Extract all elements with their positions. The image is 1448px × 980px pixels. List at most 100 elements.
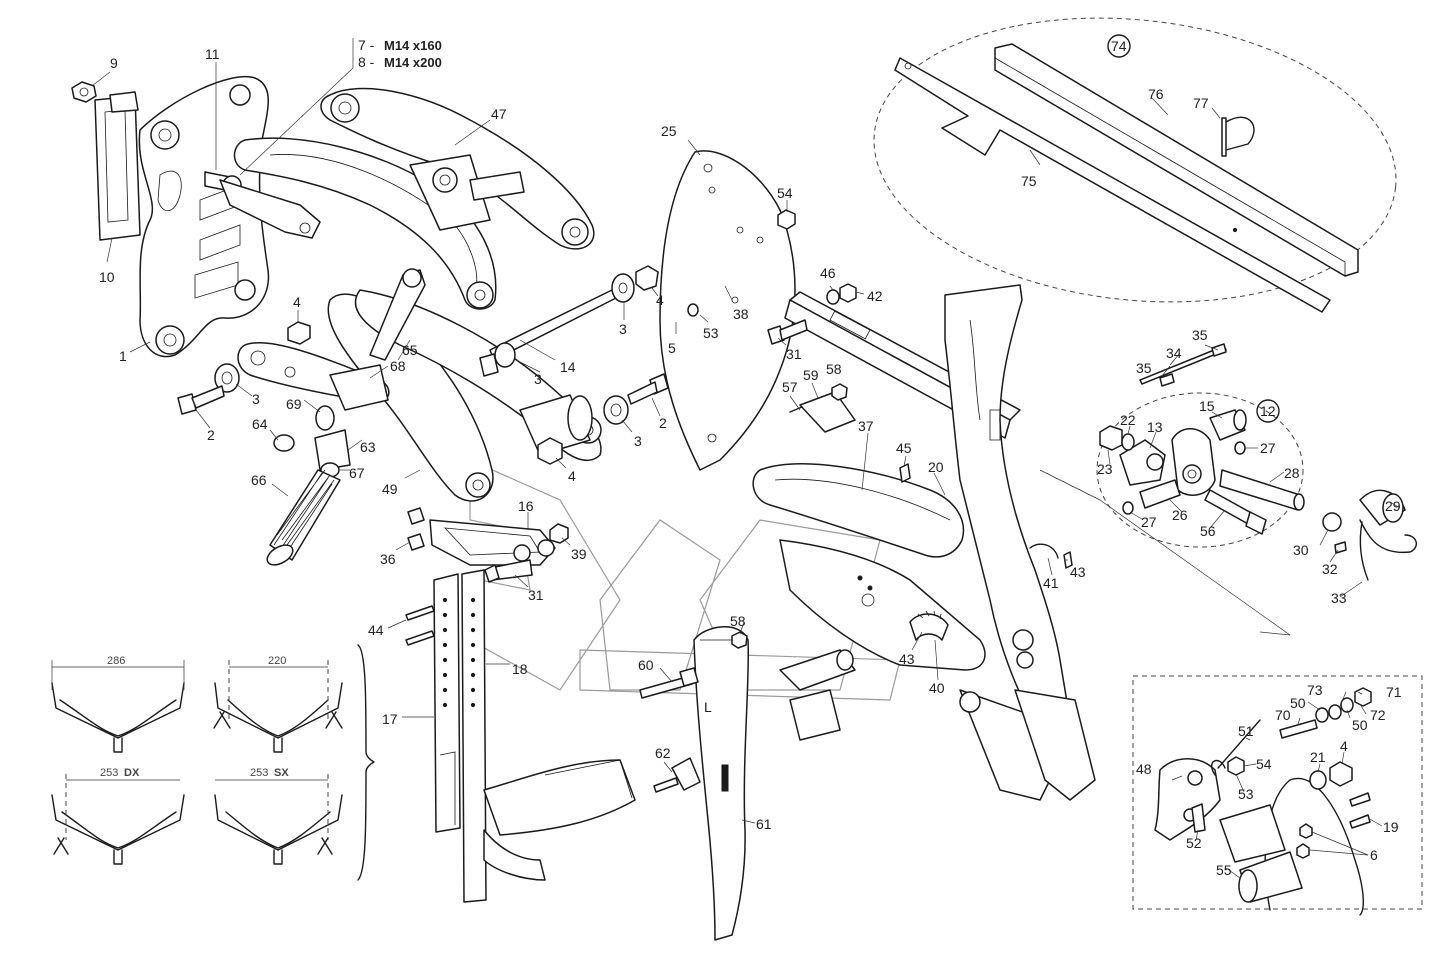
pins-34-35 <box>1139 343 1227 387</box>
callout-4-b: 4 <box>656 292 664 308</box>
callout-4-c: 4 <box>568 468 576 484</box>
profile-253-sx: 253 SX <box>214 767 343 865</box>
bolt-41 <box>1029 543 1059 559</box>
share-point <box>483 759 636 881</box>
washer-27-left <box>1122 501 1134 515</box>
callout-1: 1 <box>119 348 127 364</box>
callout-72: 72 <box>1370 707 1386 723</box>
callout-12: 12 <box>1260 403 1276 419</box>
callout-57: 57 <box>782 379 798 395</box>
handle-29 <box>1359 489 1417 581</box>
callout-35: 35 <box>1192 327 1208 343</box>
callout-59: 59 <box>803 367 819 383</box>
callout-6: 6 <box>1370 847 1378 863</box>
bolt-56 <box>1204 489 1267 535</box>
bracket-48 <box>1154 758 1221 841</box>
callout-71: 71 <box>1386 684 1402 700</box>
callout-circle-74 <box>1107 34 1131 58</box>
hub-13 <box>1119 439 1166 486</box>
nut-42 <box>839 283 857 303</box>
dim-253-dx-suffix: DX <box>124 767 140 779</box>
spring-51 <box>1210 719 1261 776</box>
nut-54 <box>1227 756 1245 776</box>
bushing-30 <box>1322 512 1342 532</box>
callout-55: 55 <box>1216 862 1232 878</box>
segment-40 <box>909 610 949 641</box>
callout-60: 60 <box>638 657 654 673</box>
callout-61: 61 <box>756 816 772 832</box>
tine-side-mark: L <box>704 699 712 715</box>
callout-38: 38 <box>733 306 749 322</box>
callout-58: 58 <box>826 361 842 377</box>
dim-220-text: 220 <box>268 655 286 667</box>
callout-circle-12 <box>1256 399 1280 423</box>
tine-61: L <box>693 626 750 941</box>
arm-65 <box>329 268 426 411</box>
shank-17 <box>433 573 461 833</box>
callout-23: 23 <box>1097 461 1113 477</box>
callout-15: 15 <box>1199 398 1215 414</box>
plate-10 <box>94 91 141 241</box>
washer-53 <box>687 303 699 317</box>
callout-53: 53 <box>703 325 719 341</box>
callout-3-b: 3 <box>619 321 627 337</box>
callout-56: 56 <box>1200 523 1216 539</box>
washers-50-73 <box>1315 697 1354 723</box>
callout-32: 32 <box>1322 561 1338 577</box>
callout-11: 11 <box>205 46 220 62</box>
callout-17: 17 <box>382 711 398 727</box>
callout-77: 77 <box>1193 95 1209 111</box>
nut-4-mid <box>537 437 563 465</box>
bushing-55 <box>1219 804 1303 903</box>
callout-58-b: 58 <box>730 613 746 629</box>
bolt-70 <box>1279 719 1318 739</box>
callout-40: 40 <box>929 680 945 696</box>
callout-26: 26 <box>1172 507 1188 523</box>
callout-27-b: 27 <box>1141 514 1157 530</box>
callout-21: 21 <box>1310 749 1326 765</box>
washer-69 <box>315 405 335 431</box>
callout-4: 4 <box>293 294 301 310</box>
washer-21 <box>1309 770 1327 790</box>
callout-69: 69 <box>286 396 302 412</box>
nut-54-top <box>777 209 796 230</box>
washer-22 <box>1121 433 1135 451</box>
group-brace <box>357 644 375 881</box>
bolts-36 <box>407 507 425 551</box>
callout-68: 68 <box>390 358 406 374</box>
nut-4-box <box>1329 761 1353 787</box>
parts-group-12 <box>1096 392 1305 548</box>
washer-3-upper <box>611 273 635 303</box>
callout-76: 76 <box>1148 86 1164 102</box>
callout-18: 18 <box>512 661 528 677</box>
callout-2-b: 2 <box>659 415 667 431</box>
spacer-bushing <box>519 394 593 456</box>
callout-48: 48 <box>1136 761 1152 777</box>
shaft-14 <box>479 289 617 377</box>
roller-assembly <box>779 649 856 741</box>
nut-71 <box>1354 687 1372 707</box>
bar-75 <box>894 57 1331 313</box>
callout-43-b: 43 <box>1070 564 1086 580</box>
bolt-60 <box>639 667 699 699</box>
callout-35-b: 35 <box>1136 360 1152 376</box>
washer-3-left <box>214 363 240 393</box>
nut-58-upper <box>831 383 848 401</box>
detail-box <box>1132 675 1423 916</box>
callout-47: 47 <box>491 106 507 122</box>
callout-64: 64 <box>252 416 268 432</box>
callout-3-d: 3 <box>634 433 642 449</box>
callout-54-b: 54 <box>1256 756 1272 772</box>
profile-253-dx: 253 DX <box>51 767 185 865</box>
sleeve-26 <box>1139 479 1181 509</box>
bolt-note-7-spec: M14 x160 <box>384 38 442 53</box>
callout-16: 16 <box>518 498 534 514</box>
callout-30: 30 <box>1293 542 1309 558</box>
callout-67: 67 <box>349 465 365 481</box>
plate-25 <box>659 150 796 471</box>
pin-52 <box>1191 803 1206 833</box>
callout-9: 9 <box>110 55 118 71</box>
callout-42: 42 <box>867 288 883 304</box>
